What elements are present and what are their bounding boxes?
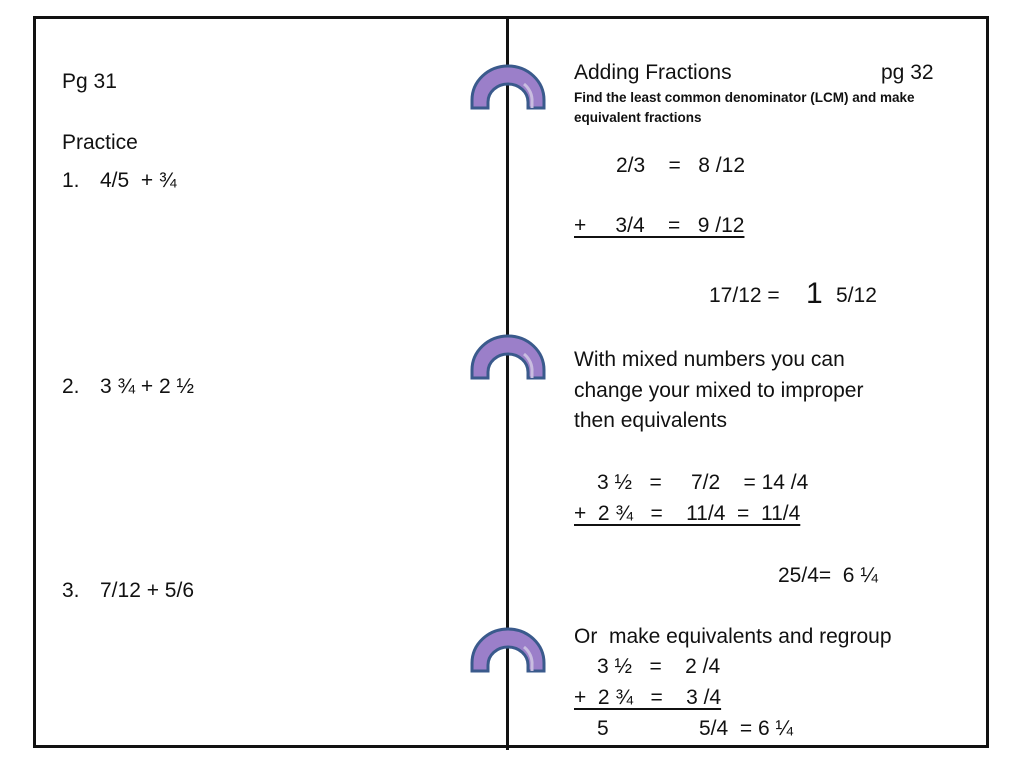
problem-number: 1. [62,169,80,192]
example1-result-right: 5/12 [836,284,877,307]
mixed-note-line: change your mixed to improper [574,379,864,402]
binder-ring-icon [470,627,546,673]
example2-result: 25/4= 6 ¼ [778,564,878,587]
example2-line1: 3 ½ = 7/2 = 14 /4 [597,471,809,494]
instruction-text: Find the least common denominator (LCM) … [574,90,915,125]
mixed-note-line: With mixed numbers you can [574,348,845,371]
binder-ring-icon [470,64,546,110]
example1-line2: + 3/4 = 9 /12 [574,214,745,237]
problem-expression: 7/12 + 5/6 [100,579,194,602]
example3-line3-left: 5 [597,717,609,740]
example1-result-whole: 1 [806,277,823,310]
left-page-label: Pg 31 [62,70,117,93]
example3-line1: 3 ½ = 2 /4 [597,655,721,678]
notebook-frame [33,16,989,748]
binder-ring-icon [470,334,546,380]
mixed-note-line: then equivalents [574,409,727,432]
example3-line3-right: 5/4 = 6 ¼ [699,717,793,740]
example3-line2: + 2 ¾ = 3 /4 [574,686,722,709]
notebook-spine [506,16,509,750]
example2-line2: + 2 ¾ = 11/4 = 11/4 [574,502,801,525]
problem-number: 3. [62,579,80,602]
regroup-note: Or make equivalents and regroup [574,625,892,648]
practice-heading: Practice [62,131,138,154]
right-page-label: pg 32 [881,61,934,84]
problem-number: 2. [62,375,80,398]
problem-expression: 3 ¾ + 2 ½ [100,375,194,398]
example1-line1: 2/3 = 8 /12 [616,154,746,177]
problem-expression: 4/5 + ¾ [100,169,177,192]
page-title: Adding Fractions [574,61,732,84]
example1-result-left: 17/12 = [709,284,780,307]
